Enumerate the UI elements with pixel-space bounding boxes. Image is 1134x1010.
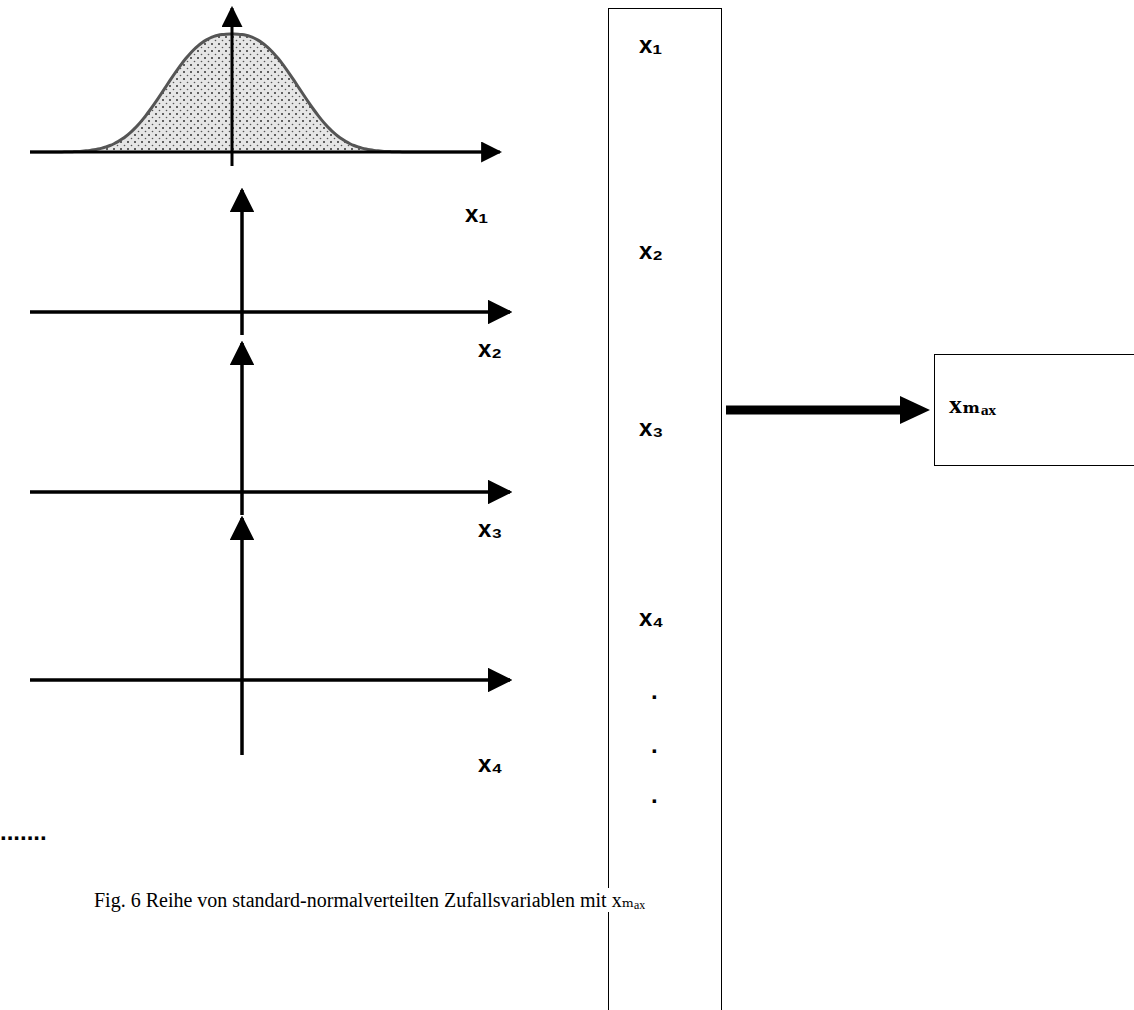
axis-label: x₂ (478, 335, 502, 363)
axis-label: ....... (0, 818, 47, 846)
variable-label: x₂ (639, 237, 663, 265)
variable-label: x₃ (639, 414, 663, 442)
curve-line (30, 34, 490, 152)
figure-caption: Fig. 6 Reihe von standard-normalverteilt… (92, 888, 647, 912)
variable-label: . (651, 781, 658, 809)
axis-label: x₃ (478, 515, 502, 543)
x-axis (30, 310, 510, 314)
variable-label: . (651, 677, 658, 705)
x-axis (30, 678, 510, 682)
variable-label: xₘₐₓ (949, 389, 996, 420)
max-box: xₘₐₓ (934, 354, 1134, 466)
x-axis (30, 151, 500, 154)
axis-label: x₁ (465, 200, 488, 228)
curve-fill (30, 34, 490, 152)
arrow-head (900, 396, 930, 424)
y-axis (231, 8, 234, 166)
variable-label: . (651, 731, 658, 759)
variable-label: x₄ (639, 604, 664, 632)
arrow-shaft (726, 406, 902, 415)
x-axis (30, 490, 510, 494)
axis-label: x₄ (478, 750, 503, 778)
variable-label: x₁ (639, 31, 662, 59)
y-axis (240, 343, 244, 515)
y-axis (240, 518, 244, 755)
thick-arrow (726, 396, 930, 424)
variable-column: x₁ x₂ x₃ x₄... (608, 8, 722, 1010)
bell-curve (30, 34, 490, 152)
